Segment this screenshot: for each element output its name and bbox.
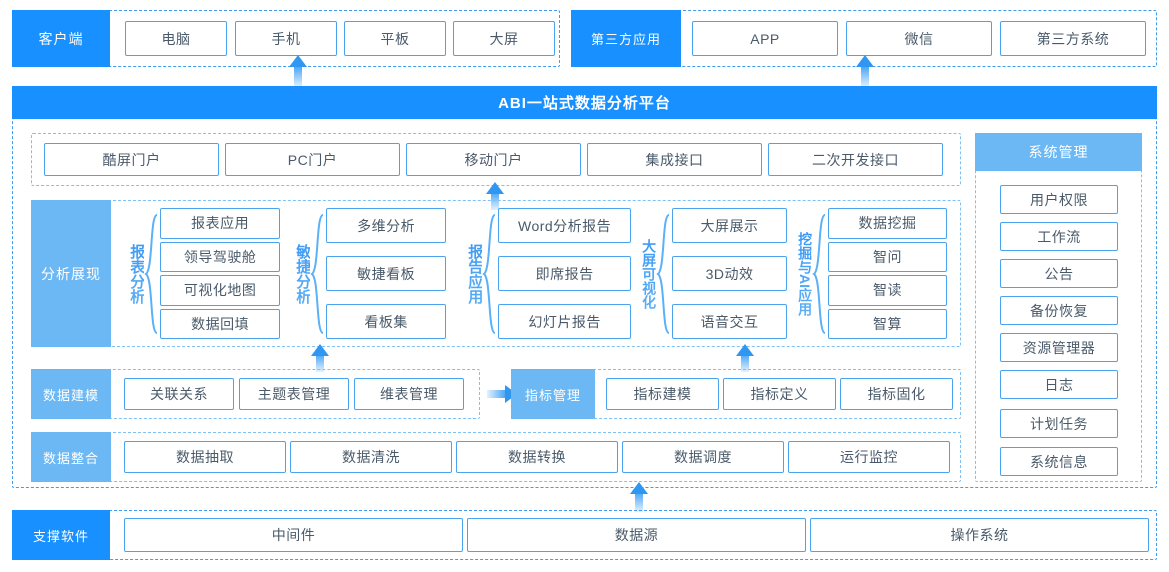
platform-title-bar: ABI一站式数据分析平台	[12, 86, 1157, 119]
analysis-group-0-item-3[interactable]: 数据回填	[160, 308, 280, 339]
integration-item-3[interactable]: 数据调度	[622, 441, 784, 473]
modeling-item-1[interactable]: 主题表管理	[239, 378, 349, 410]
brace-icon	[482, 213, 497, 334]
modeling-label: 数据建模	[31, 369, 111, 419]
portal-item-0[interactable]: 酷屏门户	[44, 143, 219, 176]
third-party-label: 第三方应用	[571, 10, 681, 67]
client-item-0[interactable]: 电脑	[125, 21, 227, 56]
system-management-item-5[interactable]: 日志	[1000, 370, 1118, 399]
modeling-item-0[interactable]: 关联关系	[124, 378, 234, 410]
analysis-group-0: 报表分析 报表应用 领导驾驶舱 可视化地图 数据回填	[128, 208, 280, 339]
analysis-group-0-item-1[interactable]: 领导驾驶舱	[160, 241, 280, 272]
third-party-item-1[interactable]: 微信	[846, 21, 992, 56]
system-management-item-3[interactable]: 备份恢复	[1000, 296, 1118, 325]
support-item-0[interactable]: 中间件	[124, 518, 463, 552]
system-management-item-2[interactable]: 公告	[1000, 259, 1118, 288]
analysis-group-0-item-0[interactable]: 报表应用	[160, 208, 280, 239]
third-party-item-2[interactable]: 第三方系统	[1000, 21, 1146, 56]
analysis-group-0-label: 报表分析	[128, 208, 145, 339]
client-label: 客户端	[12, 10, 110, 67]
analysis-group-1-label: 敏捷分析	[294, 208, 311, 339]
analysis-group-0-item-2[interactable]: 可视化地图	[160, 275, 280, 306]
portal-item-1[interactable]: PC门户	[225, 143, 400, 176]
portal-item-2[interactable]: 移动门户	[406, 143, 581, 176]
system-management-item-0[interactable]: 用户权限	[1000, 185, 1118, 214]
analysis-group-3-item-2[interactable]: 语音交互	[672, 304, 787, 339]
analysis-group-1-item-1[interactable]: 敏捷看板	[326, 256, 446, 291]
platform-body	[12, 119, 1157, 488]
analysis-group-4-item-1[interactable]: 智问	[828, 241, 947, 272]
analysis-group-3: 大屏可视化 大屏展示 3D动效 语音交互	[641, 208, 787, 339]
analysis-group-4-item-3[interactable]: 智算	[828, 308, 947, 339]
analysis-group-1-item-2[interactable]: 看板集	[326, 304, 446, 339]
arrow-up-to-client	[289, 55, 307, 87]
system-management-item-4[interactable]: 资源管理器	[1000, 333, 1118, 362]
analysis-group-2: 报告应用 Word分析报告 即席报告 幻灯片报告	[466, 208, 631, 339]
support-item-2[interactable]: 操作系统	[810, 518, 1149, 552]
analysis-group-4-item-0[interactable]: 数据挖掘	[828, 208, 947, 239]
integration-item-2[interactable]: 数据转换	[456, 441, 618, 473]
analysis-label: 分析展现	[31, 200, 111, 347]
brace-icon	[144, 213, 159, 334]
system-management-item-1[interactable]: 工作流	[1000, 222, 1118, 251]
system-management-item-7[interactable]: 系统信息	[1000, 447, 1118, 476]
analysis-group-2-item-0[interactable]: Word分析报告	[498, 208, 631, 243]
brace-icon	[310, 213, 325, 334]
brace-icon	[656, 213, 671, 334]
arrow-up-to-third-party	[856, 55, 874, 87]
client-item-2[interactable]: 平板	[344, 21, 446, 56]
integration-label: 数据整合	[31, 432, 111, 482]
client-item-3[interactable]: 大屏	[453, 21, 555, 56]
brace-icon	[812, 213, 827, 334]
analysis-group-2-item-1[interactable]: 即席报告	[498, 256, 631, 291]
system-management-label: 系统管理	[975, 133, 1142, 171]
analysis-group-3-item-1[interactable]: 3D动效	[672, 256, 787, 291]
analysis-group-2-item-2[interactable]: 幻灯片报告	[498, 304, 631, 339]
portal-item-4[interactable]: 二次开发接口	[768, 143, 943, 176]
integration-item-0[interactable]: 数据抽取	[124, 441, 286, 473]
analysis-group-1: 敏捷分析 多维分析 敏捷看板 看板集	[294, 208, 446, 339]
support-label: 支撑软件	[12, 510, 110, 560]
arrow-up-to-integration	[630, 482, 648, 512]
arrow-up-to-analysis-right	[736, 344, 754, 372]
support-item-1[interactable]: 数据源	[467, 518, 806, 552]
analysis-group-4: 挖掘与AI应用 数据挖掘 智问 智读 智算	[797, 208, 947, 339]
analysis-group-2-label: 报告应用	[466, 208, 483, 339]
portal-item-3[interactable]: 集成接口	[587, 143, 762, 176]
metric-label: 指标管理	[511, 369, 595, 419]
client-item-1[interactable]: 手机	[235, 21, 337, 56]
system-management-item-6[interactable]: 计划任务	[1000, 409, 1118, 438]
analysis-group-3-item-0[interactable]: 大屏展示	[672, 208, 787, 243]
analysis-group-1-item-0[interactable]: 多维分析	[326, 208, 446, 243]
analysis-group-4-item-2[interactable]: 智读	[828, 275, 947, 306]
third-party-item-0[interactable]: APP	[692, 21, 838, 56]
analysis-group-4-label: 挖掘与AI应用	[797, 208, 813, 339]
modeling-item-2[interactable]: 维表管理	[354, 378, 464, 410]
integration-item-1[interactable]: 数据清洗	[290, 441, 452, 473]
metric-item-0[interactable]: 指标建模	[606, 378, 719, 410]
arrow-up-to-analysis-left	[311, 344, 329, 372]
analysis-group-3-label: 大屏可视化	[641, 208, 657, 339]
metric-item-1[interactable]: 指标定义	[723, 378, 836, 410]
metric-item-2[interactable]: 指标固化	[840, 378, 953, 410]
integration-item-4[interactable]: 运行监控	[788, 441, 950, 473]
